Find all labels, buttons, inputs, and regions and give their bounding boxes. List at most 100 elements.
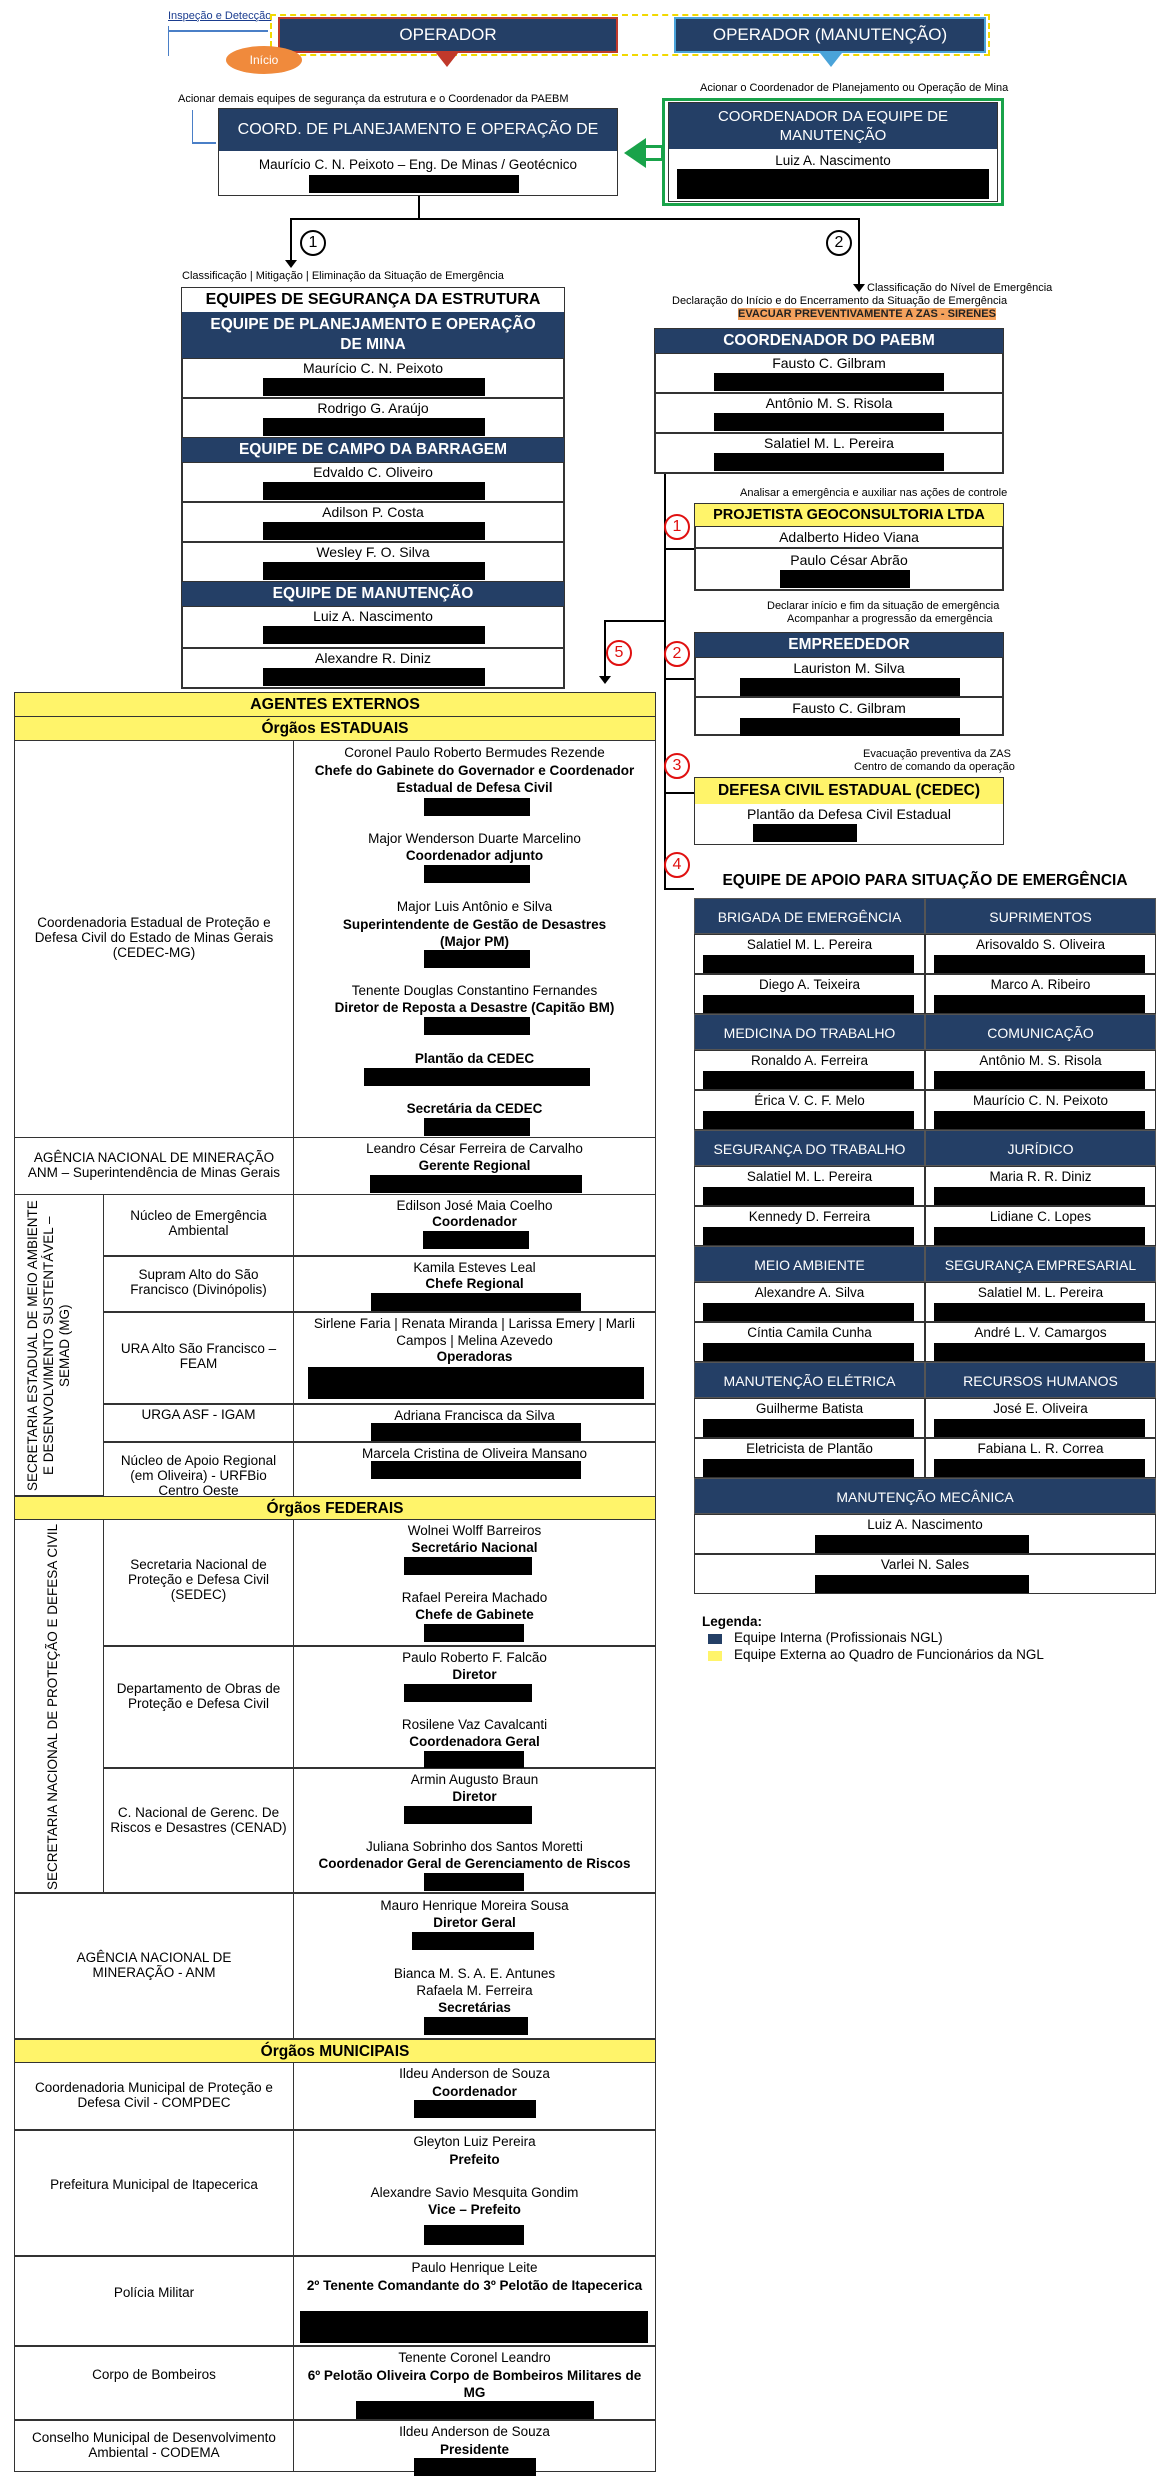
org-name: Coordenadoria Municipal de Proteção e De… [35, 2080, 273, 2110]
coordenador-paebm-panel: COORDENADOR DO PAEBM Fausto C. Gilbram A… [654, 328, 1004, 474]
org-name: Polícia Militar [113, 2285, 195, 2300]
redacted [424, 950, 530, 968]
redacted [424, 1017, 530, 1035]
member-name: Maurício C. N. Peixoto [972, 1093, 1109, 1108]
branch2-note3: EVACUAR PREVENTIVAMENTE A ZAS - SIRENES [738, 308, 996, 320]
contact-cell: Marcela Cristina de Oliveira Mansano [293, 1442, 656, 1498]
org-cell: Departamento de Obras de Proteção e Defe… [103, 1646, 294, 1768]
org-anm: AGÊNCIA NACIONAL DE MINERAÇÃO - ANM [14, 1893, 294, 2039]
inspecao-note: Inspeção e Detecção [168, 10, 272, 22]
arrow-down-icon [599, 676, 611, 684]
contacts-anm-superintendencia: Leandro César Ferreira de Carvalho Geren… [293, 1137, 656, 1195]
org-cell: Núcleo de Apoio Regional (em Oliveira) -… [103, 1442, 294, 1498]
org-cell: C. Nacional de Gerenc. De Riscos e Desas… [103, 1768, 294, 1893]
org-name: Conselho Municipal de Desenvolvimento Am… [32, 2430, 276, 2460]
member-name: Diego A. Teixeira [758, 977, 861, 992]
connector [664, 792, 694, 794]
contact-name: Paulo Henrique Leite [411, 2260, 538, 2275]
operator-frame [270, 14, 990, 56]
contact-name: Tenente Douglas Constantino Fernandes [351, 983, 598, 998]
org-name: Corpo de Bombeiros [92, 2367, 216, 2382]
org-name: Núcleo de Apoio Regional (em Oliveira) -… [120, 1453, 277, 1498]
redacted [263, 378, 485, 396]
member-row: Salatiel M. L. Pereira [655, 433, 1003, 473]
org-name: AGÊNCIA NACIONAL DE MINERAÇÃO - ANM [76, 1950, 232, 1980]
org-cell: Corpo de Bombeiros [14, 2346, 294, 2420]
municipais-rows: Coordenadoria Municipal de Proteção e De… [14, 2062, 656, 2476]
org-cell: Núcleo de Emergência Ambiental [103, 1194, 294, 1256]
coord-mina-name: Maurício C. N. Peixoto – Eng. De Minas /… [258, 157, 578, 172]
member-row: José E. Oliveira [925, 1398, 1156, 1438]
member-name: Plantão da Defesa Civil Estadual [747, 806, 951, 822]
panel-title: COORDENADOR DO PAEBM [655, 329, 1003, 353]
contact-role: Chefe Regional [425, 1276, 524, 1291]
legend-swatch-externa [708, 1651, 722, 1661]
member-row: Adilson P. Costa [182, 502, 564, 542]
member-name: Salatiel M. L. Pereira [746, 1169, 873, 1184]
contact-name: Ildeu Anderson de Souza [399, 2066, 550, 2081]
member-row: Guilherme Batista [694, 1398, 925, 1438]
arrow-left-icon [624, 138, 646, 168]
section-title: EQUIPE DE MANUTENÇÃO [182, 582, 564, 606]
semad-vertical-label: SECRETARIA ESTADUAL DE MEIO AMBIENTE E D… [25, 1200, 72, 1492]
org-cedec: Coordenadoria Estadual de Proteção e Def… [14, 740, 294, 1138]
group-title: BRIGADA DE EMERGÊNCIA [694, 898, 925, 934]
contact-role: 2º Tenente Comandante do 3º Pelotão de I… [306, 2278, 643, 2293]
member-name: Alexandre R. Diniz [315, 650, 431, 666]
table-title: AGENTES EXTERNOS [15, 693, 655, 717]
operador-manutencao-box[interactable]: OPERADOR (MANUTENÇÃO) [674, 17, 986, 53]
member-row: Salatiel M. L. Pereira [694, 1166, 925, 1206]
org-anm-superintendencia: AGÊNCIA NACIONAL DE MINERAÇÃO ANM – Supe… [14, 1137, 294, 1195]
member-name: Arisovaldo S. Oliveira [975, 937, 1106, 952]
redacted [370, 1461, 581, 1479]
arrow-down-icon [285, 260, 297, 268]
group-title: JURÍDICO [925, 1130, 1156, 1166]
connector [858, 218, 860, 288]
operador-planejamento-box[interactable]: OPERADOR (PLANEJAMENTO/OPERAÇÃO) [278, 17, 618, 76]
redacted [364, 1068, 590, 1086]
redacted [753, 824, 857, 842]
step-5-marker: 5 [606, 640, 632, 666]
coord-mina-box[interactable]: COORD. DE PLANEJAMENTO E OPERAÇÃO DE MIN… [218, 108, 618, 196]
redacted [703, 995, 914, 1013]
member-row: Érica V. C. F. Melo [694, 1090, 925, 1130]
section-title: EQUIPE DE CAMPO DA BARRAGEM [182, 438, 564, 462]
contact-name: Paulo Roberto F. Falcão [402, 1650, 547, 1665]
coord-mina-title: COORD. DE PLANEJAMENTO E OPERAÇÃO DE MIN… [219, 109, 617, 180]
contact-name: Kamila Esteves Leal [413, 1260, 536, 1275]
org-cell: Coordenadoria Municipal de Proteção e De… [14, 2062, 294, 2130]
member-name: Salatiel M. L. Pereira [764, 435, 894, 451]
redacted [703, 1343, 914, 1361]
member-row: Maurício C. N. Peixoto [182, 358, 564, 398]
contact-role: Secretária da CEDEC [406, 1101, 543, 1116]
contact-name: Coronel Paulo Roberto Bermudes Rezende [344, 745, 605, 760]
coord-equipe-box[interactable]: COORDENADOR DA EQUIPE DE MANUTENÇÃO Luiz… [668, 102, 998, 202]
contact-role: Chefe do Gabinete do Governador e Coorde… [314, 763, 635, 795]
redacted [703, 955, 914, 973]
member-row: Fausto C. Gilbram [655, 353, 1003, 393]
member-name: Salatiel M. L. Pereira [977, 1285, 1104, 1300]
member-name: Adilson P. Costa [322, 504, 424, 520]
redacted [424, 1873, 524, 1891]
arrow-left-icon [644, 145, 664, 161]
step-3-red-marker: 3 [664, 753, 690, 779]
org-name: Prefeitura Municipal de Itapecerica [50, 2177, 258, 2192]
member-row: Wesley F. O. Silva [182, 542, 564, 582]
contact-name: Major Luis Antônio e Silva [396, 899, 553, 914]
branch2-note2: Declaração do Início e do Encerramento d… [672, 295, 1008, 307]
redacted [703, 1459, 914, 1477]
redacted [370, 1293, 581, 1311]
redacted [424, 1624, 524, 1642]
redacted [934, 1459, 1145, 1477]
member-row: Salatiel M. L. Pereira [925, 1282, 1156, 1322]
member-name: Ronaldo A. Ferreira [750, 1053, 869, 1068]
redacted [263, 626, 485, 644]
redacted [740, 718, 960, 736]
redacted [263, 482, 485, 500]
step-1-marker: 1 [300, 230, 326, 256]
arrow-down-icon [436, 53, 458, 67]
arrow-down-icon [820, 53, 842, 67]
